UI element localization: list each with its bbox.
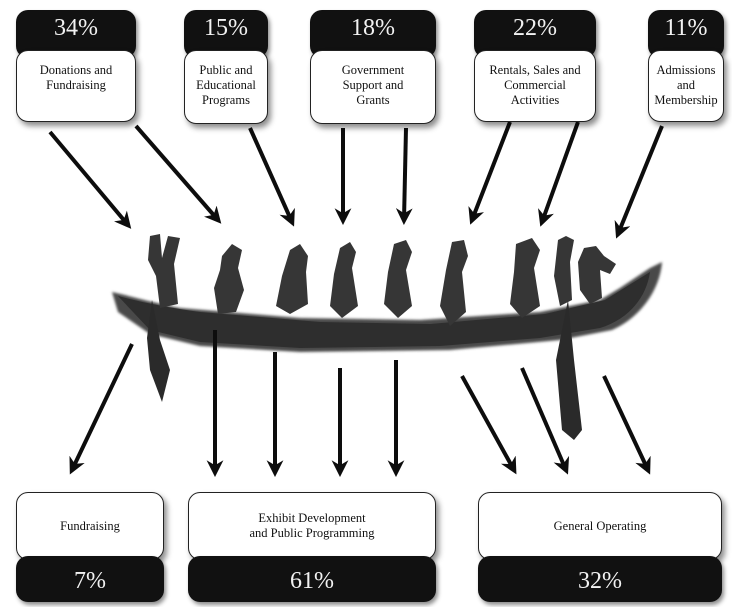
- use-operating-percent: 32%: [478, 556, 722, 602]
- canoe-silhouette: [112, 262, 662, 440]
- use-exhibit-percent: 61%: [188, 556, 436, 602]
- use-fundraising-label: Fundraising: [16, 492, 164, 560]
- arrow-rentals-2: [538, 121, 580, 227]
- arrow-fundraising: [69, 343, 134, 475]
- arrow-donations-2: [134, 124, 222, 224]
- arrow-government-2: [395, 127, 413, 226]
- arrow-operating-3: [602, 375, 651, 475]
- arrow-operating-1: [460, 375, 517, 475]
- use-fundraising-percent: 7%: [16, 556, 164, 602]
- source-government-label: Government Support and Grants: [310, 50, 436, 124]
- arrow-donations-1: [48, 130, 132, 229]
- use-exhibit-label: Exhibit Development and Public Programmi…: [188, 492, 436, 560]
- expense-arrows: [69, 330, 651, 478]
- income-arrows: [48, 121, 664, 239]
- arrow-admissions: [614, 125, 664, 239]
- arrow-public-programs: [248, 127, 295, 227]
- source-public-programs-label: Public and Educational Programs: [184, 50, 268, 124]
- source-donations-label: Donations and Fundraising: [16, 50, 136, 122]
- arrow-rentals-1: [468, 121, 512, 225]
- arrow-operating-2: [520, 367, 570, 475]
- source-rentals-label: Rentals, Sales and Commercial Activities: [474, 50, 596, 122]
- paddler-figures: [148, 234, 616, 326]
- source-public-programs-percent: 15%: [184, 10, 268, 58]
- use-operating-label: General Operating: [478, 492, 722, 560]
- source-admissions-label: Admissions and Membership: [648, 50, 724, 122]
